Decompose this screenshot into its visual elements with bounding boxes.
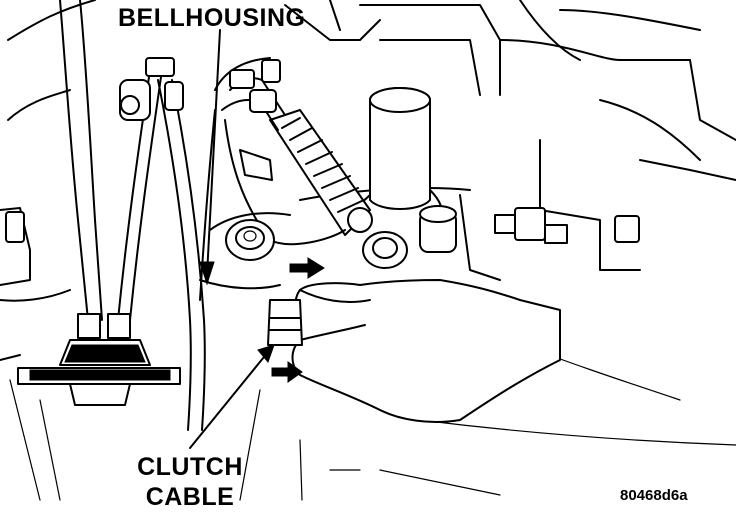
bellhousing-label: BELLHOUSING: [118, 4, 306, 32]
clutch-label-line2: CABLE: [145, 483, 235, 511]
rubber-bellows: [269, 109, 373, 236]
left-cables: [59, 0, 206, 431]
connector-block: [17, 313, 181, 406]
direction-arrows: [271, 257, 325, 383]
bellhousing-body: [199, 0, 736, 501]
clutch-cable-leader: [189, 351, 269, 449]
mounting-studs: [225, 205, 640, 269]
hand: [267, 279, 561, 423]
arrow-right-lower: [271, 361, 303, 383]
arrow-right-upper: [289, 257, 325, 279]
clutch-label-line1: CLUTCH: [137, 453, 243, 481]
upper-cable-run: [221, 59, 346, 246]
clutch-cable-label: CLUTCH CABLE: [120, 452, 260, 512]
leader-lines: [189, 29, 275, 449]
bellhousing-leader: [206, 29, 221, 276]
figure-id: 80468d6a: [620, 487, 688, 504]
left-structure: [0, 0, 96, 501]
